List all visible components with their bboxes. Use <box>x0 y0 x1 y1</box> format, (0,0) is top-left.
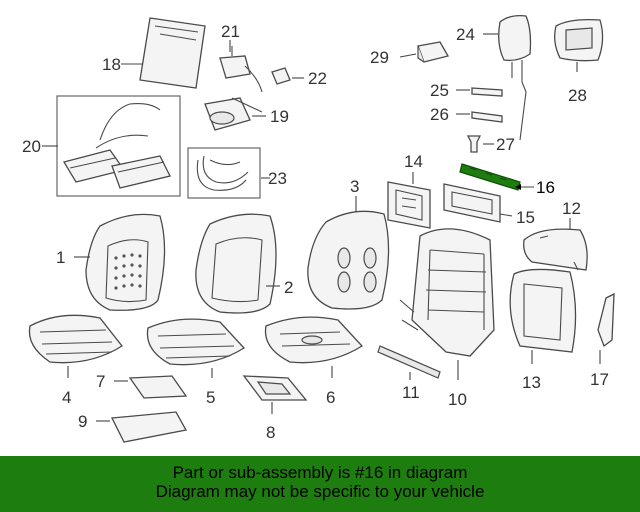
banner-line-1: Part or sub-assembly is #16 in diagram <box>172 463 468 482</box>
label-6[interactable]: 6 <box>326 388 335 407</box>
part-17-trim <box>597 292 615 364</box>
part-22-connector <box>271 67 304 85</box>
label-2[interactable]: 2 <box>284 278 293 297</box>
part-20-assembly <box>42 95 181 197</box>
label-16[interactable]: 16 <box>536 178 555 197</box>
part-27-pin <box>466 135 494 153</box>
part-11-rod <box>377 345 441 380</box>
part-8-trim <box>242 375 308 414</box>
part-10-frame <box>399 228 495 380</box>
label-14[interactable]: 14 <box>404 152 423 171</box>
parts-diagram: 18 21 22 19 20 23 29 <box>22 14 615 443</box>
label-18[interactable]: 18 <box>102 55 121 74</box>
part-18-panel <box>121 17 206 89</box>
part-7-trim <box>114 375 188 399</box>
label-24[interactable]: 24 <box>456 25 475 44</box>
label-3[interactable]: 3 <box>350 177 359 196</box>
part-5-cushioncover <box>146 318 246 378</box>
label-12[interactable]: 12 <box>562 199 581 218</box>
label-5[interactable]: 5 <box>206 388 215 407</box>
part-14-plate <box>387 172 431 229</box>
label-23[interactable]: 23 <box>268 169 287 188</box>
label-26[interactable]: 26 <box>430 105 449 124</box>
part-28-cover <box>554 18 604 72</box>
label-15[interactable]: 15 <box>516 208 535 227</box>
part-26-bar <box>456 111 503 123</box>
label-25[interactable]: 25 <box>430 81 449 100</box>
label-13[interactable]: 13 <box>522 373 541 392</box>
label-20[interactable]: 20 <box>22 137 41 156</box>
label-29[interactable]: 29 <box>370 48 389 67</box>
label-22[interactable]: 22 <box>308 69 327 88</box>
label-9[interactable]: 9 <box>78 412 87 431</box>
part-23-harness <box>187 147 270 199</box>
part-19-motor <box>204 97 266 131</box>
label-11[interactable]: 11 <box>402 383 420 402</box>
part-6-pad <box>264 316 364 378</box>
part-29-block <box>399 41 449 63</box>
part-16-strip <box>459 163 534 191</box>
label-28[interactable]: 28 <box>568 86 587 105</box>
part-12-panel <box>523 218 588 271</box>
label-17[interactable]: 17 <box>590 370 609 389</box>
part-25-bar <box>456 87 503 97</box>
part-2-backcover <box>195 213 280 314</box>
label-10[interactable]: 10 <box>448 390 467 409</box>
part-4-cushion <box>28 314 123 378</box>
label-4[interactable]: 4 <box>62 388 71 407</box>
part-3-backpad <box>307 196 390 310</box>
label-19[interactable]: 19 <box>270 107 289 126</box>
part-21-module <box>219 40 263 93</box>
info-banner: Part or sub-assembly is #16 in diagram D… <box>0 456 640 512</box>
part-24-headrest <box>483 14 532 141</box>
part-13-backpanel <box>509 268 577 364</box>
part-1-seatback <box>74 213 166 311</box>
label-21[interactable]: 21 <box>221 22 240 41</box>
banner-line-2: Diagram may not be specific to your vehi… <box>155 482 485 501</box>
label-1[interactable]: 1 <box>56 248 65 267</box>
label-8[interactable]: 8 <box>266 423 275 442</box>
label-27[interactable]: 27 <box>496 135 515 154</box>
label-7[interactable]: 7 <box>96 372 105 391</box>
part-9-bracket <box>96 411 188 443</box>
part-15-bracket <box>443 183 513 223</box>
